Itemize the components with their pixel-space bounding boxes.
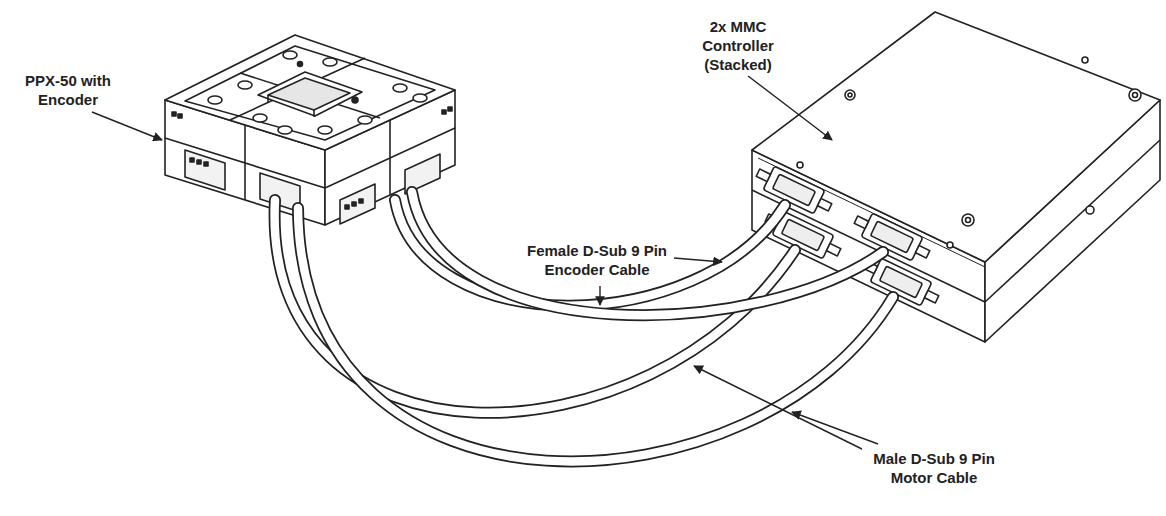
part-label: Female D-Sub 9 Pin Encoder Cable — [520, 240, 674, 280]
part-label: PPX-50 with Encoder — [8, 70, 128, 110]
cables — [275, 192, 893, 461]
part-label: Male D-Sub 9 Pin Motor Cable — [862, 448, 1006, 488]
leader-lines — [92, 76, 878, 452]
part-label: 2x MMC Controller (Stacked) — [688, 16, 788, 75]
